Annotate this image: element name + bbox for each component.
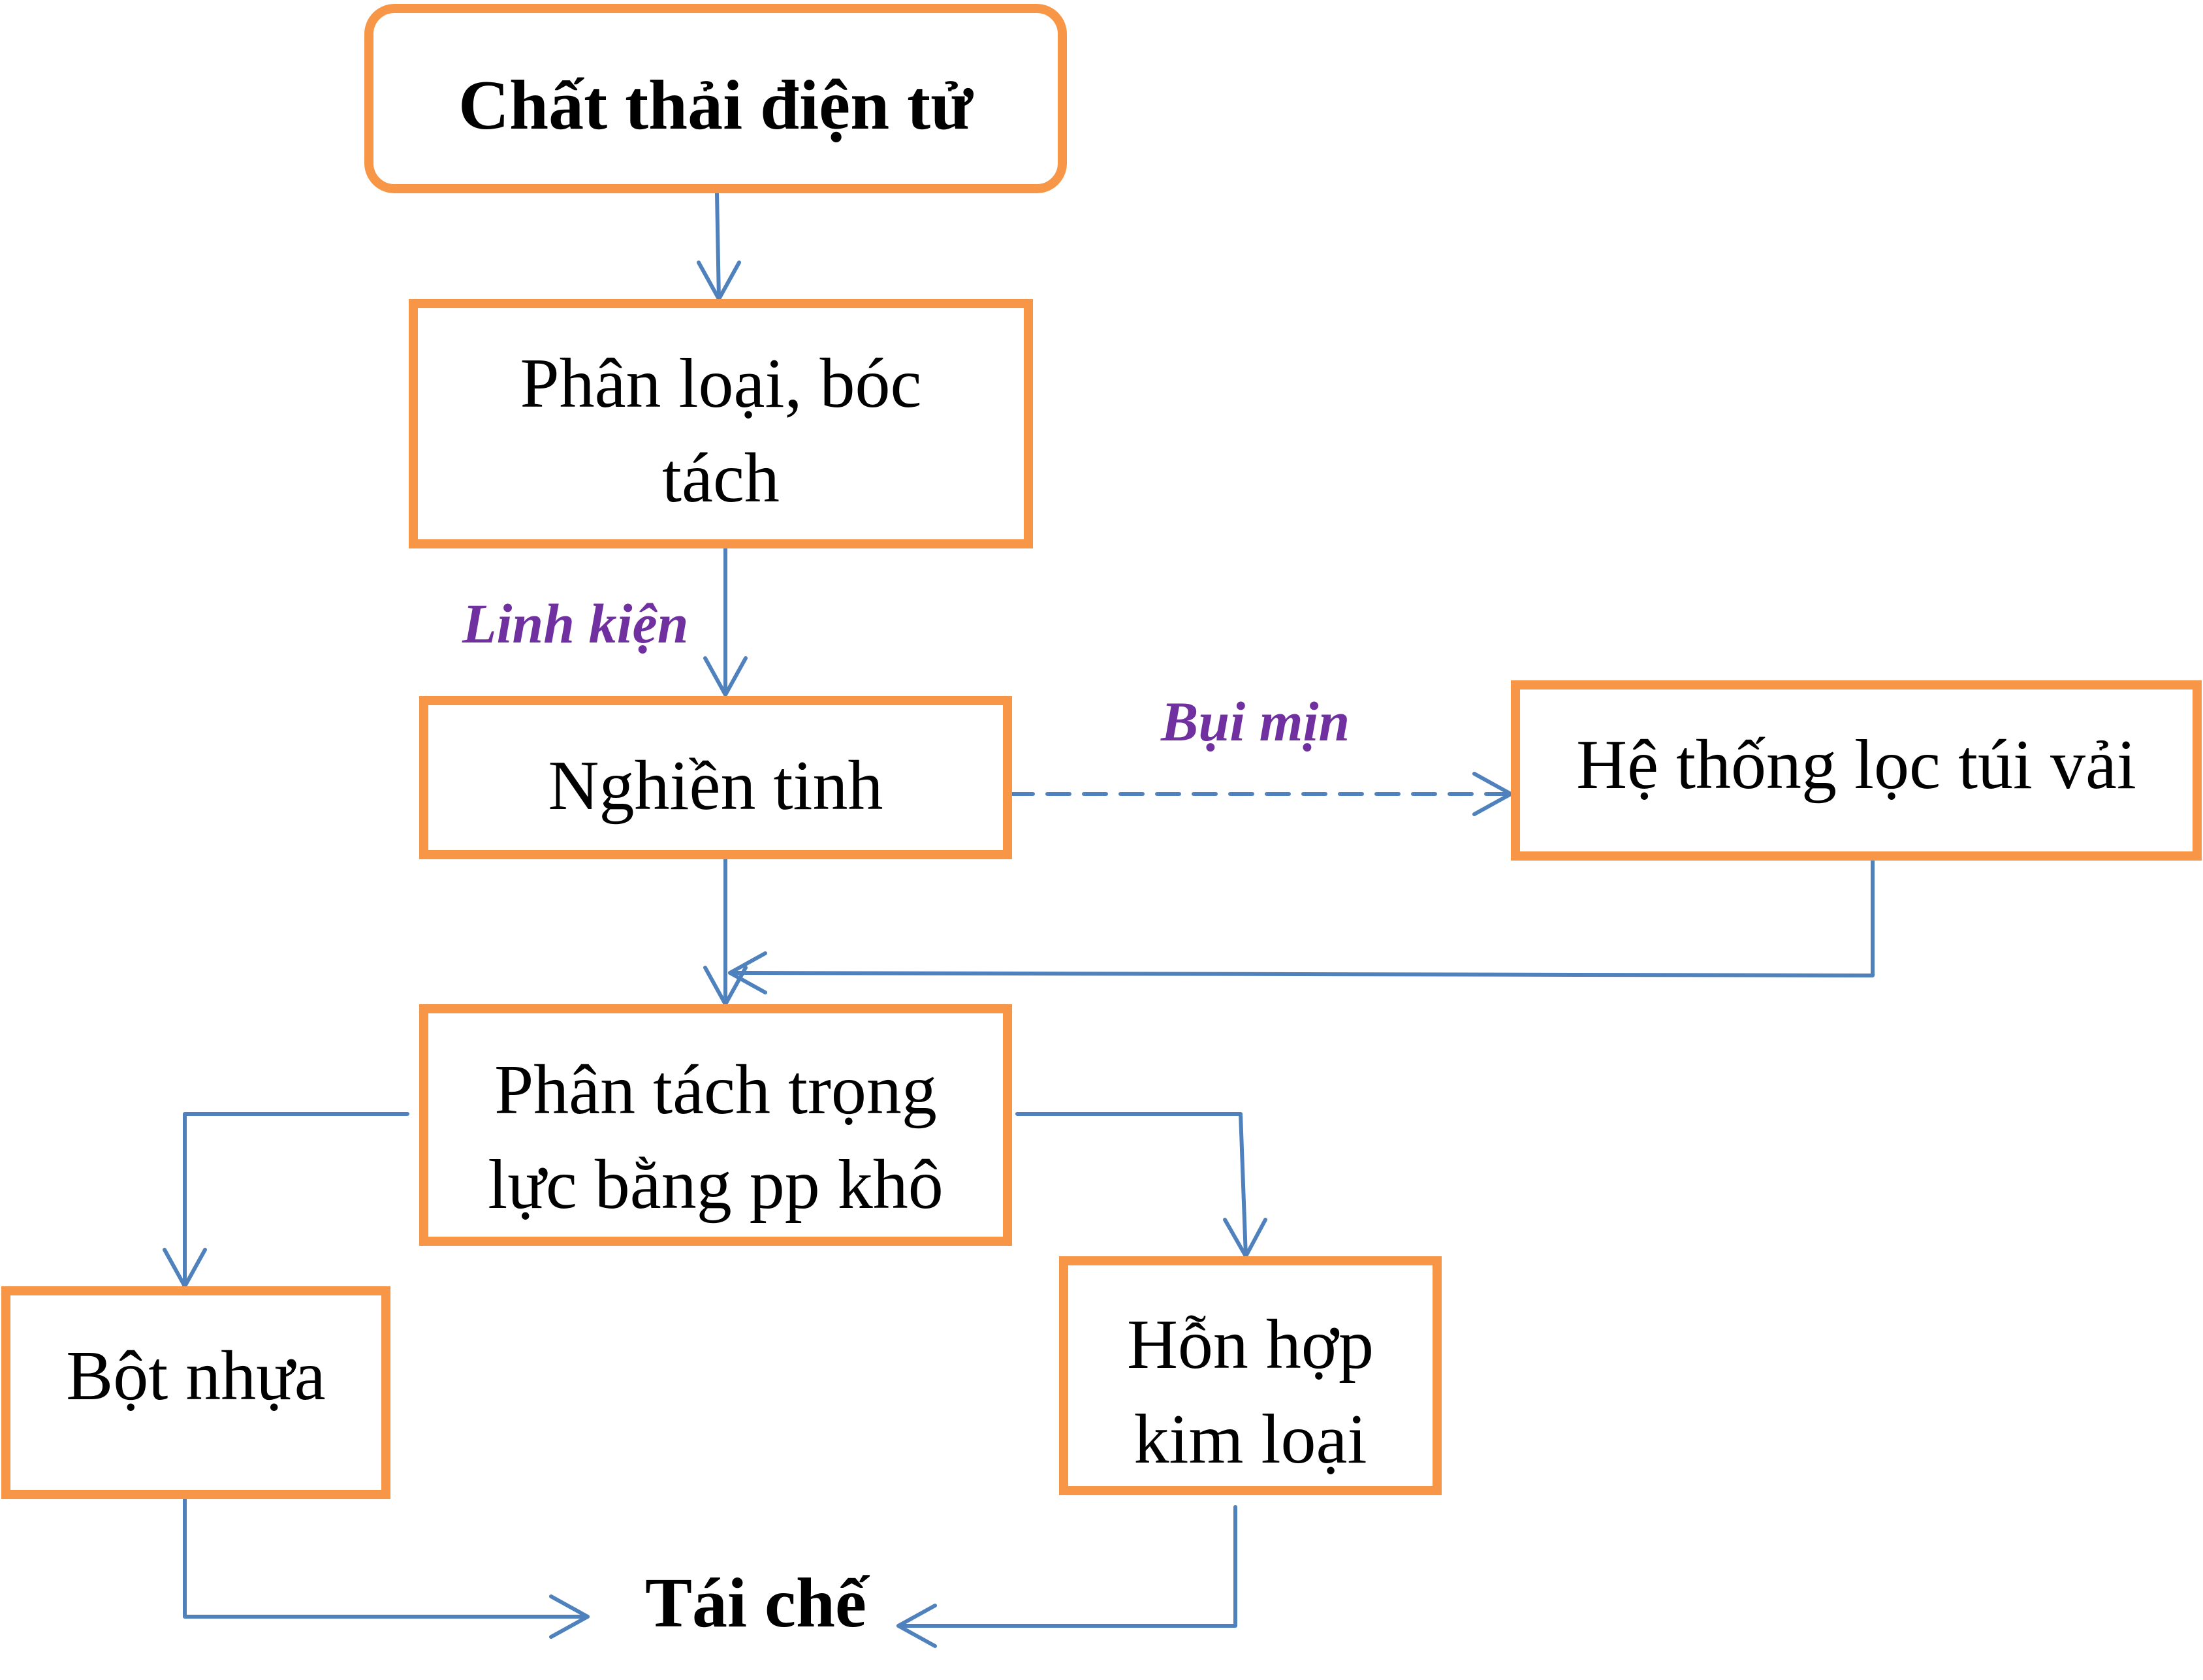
- node-plastic-powder: Bột nhựa: [1, 1286, 390, 1499]
- arrow-metal-to-recycling: [896, 1505, 1237, 1648]
- node-bag-filter-label: Hệ thống lọc túi vải: [1576, 726, 2136, 804]
- node-sorting-label: Phân loại, bóc tách: [520, 345, 922, 517]
- node-bag-filter: Hệ thống lọc túi vải: [1511, 680, 2202, 861]
- arrow-bagfilter-return: [728, 859, 1875, 994]
- arrow-sorting-to-grinding: [703, 547, 748, 697]
- node-fine-grinding-label: Nghiền tinh: [548, 747, 883, 825]
- node-e-waste: Chất thải điện tử: [364, 4, 1067, 193]
- arrow-separation-to-plastic: [163, 1112, 409, 1288]
- node-gravity-separation: Phân tách trọng lực bằng pp khô: [419, 1004, 1012, 1246]
- node-metal-mix-label: Hỗn hợp kim loại: [1126, 1306, 1374, 1478]
- edge-label-fine-dust: Bụi mịn: [1161, 690, 1350, 753]
- node-e-waste-label: Chất thải điện tử: [458, 67, 973, 144]
- node-sorting: Phân loại, bóc tách: [409, 299, 1033, 548]
- node-metal-mix: Hỗn hợp kim loại: [1059, 1256, 1442, 1495]
- arrow-ewaste-to-sorting: [697, 191, 741, 301]
- node-plastic-powder-label: Bột nhựa: [66, 1337, 326, 1415]
- node-recycling: Tái chế: [645, 1564, 866, 1642]
- arrow-separation-to-metal: [1015, 1112, 1267, 1258]
- arrow-grinding-to-separation: [703, 856, 748, 1006]
- arrow-grinding-to-bagfilter: [1009, 772, 1513, 816]
- node-gravity-separation-label: Phân tách trọng lực bằng pp khô: [488, 1051, 943, 1224]
- edge-label-components: Linh kiện: [462, 592, 689, 655]
- arrow-plastic-to-recycling: [183, 1497, 590, 1639]
- node-fine-grinding: Nghiền tinh: [419, 696, 1012, 859]
